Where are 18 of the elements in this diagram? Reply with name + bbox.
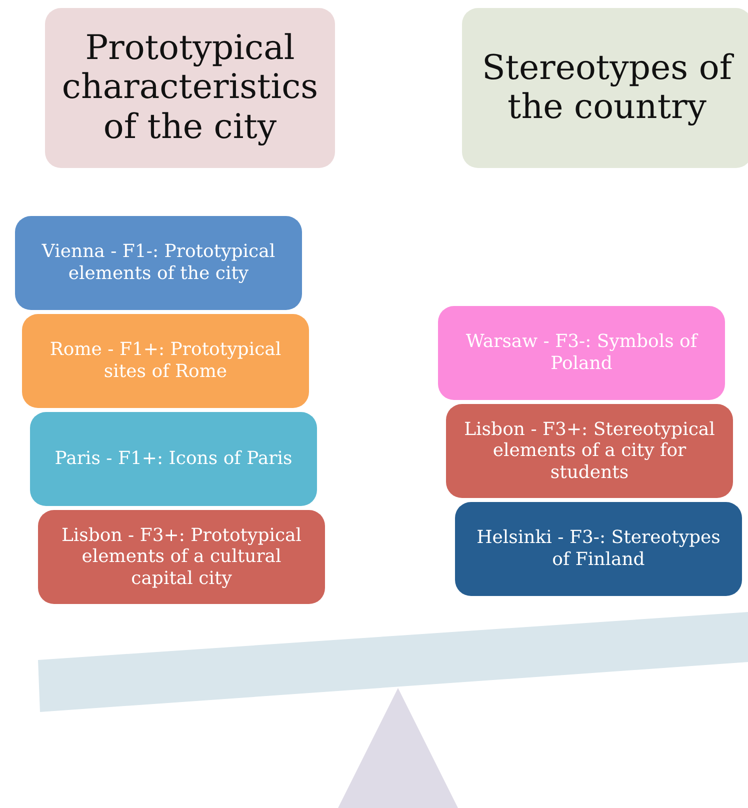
city-label: Helsinki - F3-: Stereotypes of Finland <box>476 527 722 571</box>
city-label: Warsaw - F3-: Symbols of Poland <box>464 331 700 375</box>
heading-text: Prototypical characteristics of the city <box>60 29 320 147</box>
city-box <box>446 404 733 498</box>
city-box <box>455 502 742 596</box>
heading-box <box>45 8 335 168</box>
city-label: Lisbon - F3+: Stereotypical elements of a city for students <box>463 418 716 484</box>
city-box <box>15 216 302 310</box>
city-label: Paris - F1+: Icons of Paris <box>54 448 292 470</box>
city-label: Vienna - F1-: Prototypical elements of the city <box>40 241 276 285</box>
heading-text: Stereotypes of the country <box>481 48 735 128</box>
city-box <box>22 314 309 408</box>
heading-box <box>462 8 748 168</box>
city-box <box>38 510 325 604</box>
city-box <box>30 412 317 506</box>
city-label: Rome - F1+: Prototypical sites of Rome <box>48 339 282 383</box>
city-label: Lisbon - F3+: Prototypical elements of a cultural capital city <box>60 524 303 590</box>
city-box <box>438 306 725 400</box>
